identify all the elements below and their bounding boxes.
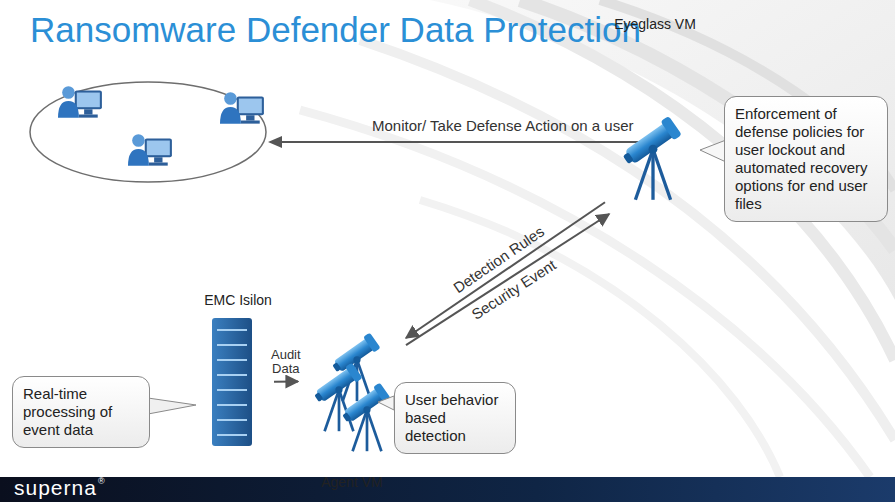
connector-arrow	[406, 202, 605, 338]
node-text: Eyeglass VM	[585, 16, 725, 32]
node-text: Real-time processing of event data	[23, 385, 139, 439]
action-label: Monitor/ Take Defense Action on a user	[372, 117, 634, 134]
connector-arrow	[274, 380, 298, 382]
isilon-server: EMC Isilon	[202, 292, 274, 452]
node-text: User behavior based detection	[405, 391, 505, 445]
enforcement-callout: Enforcement of defense policies for user…	[724, 96, 888, 222]
node-text: Enforcement of defense policies for user…	[735, 105, 877, 213]
connector-arrow	[406, 214, 609, 345]
diagram-title: Ransomware Defender Data Protection	[30, 10, 641, 50]
node-text: EMC Isilon	[182, 292, 294, 308]
behavior-callout: User behavior based detection	[394, 382, 516, 454]
logo-text: superna	[14, 476, 97, 500]
agent-vm: Agent VM	[298, 322, 406, 490]
eyeglass-vm: Eyeglass VM	[605, 16, 705, 214]
node-text: Agent VM	[278, 474, 426, 490]
edge-label: Audit Data	[264, 347, 308, 376]
realtime-callout: Real-time processing of event data	[12, 376, 150, 448]
logo-text: ®	[98, 476, 105, 486]
